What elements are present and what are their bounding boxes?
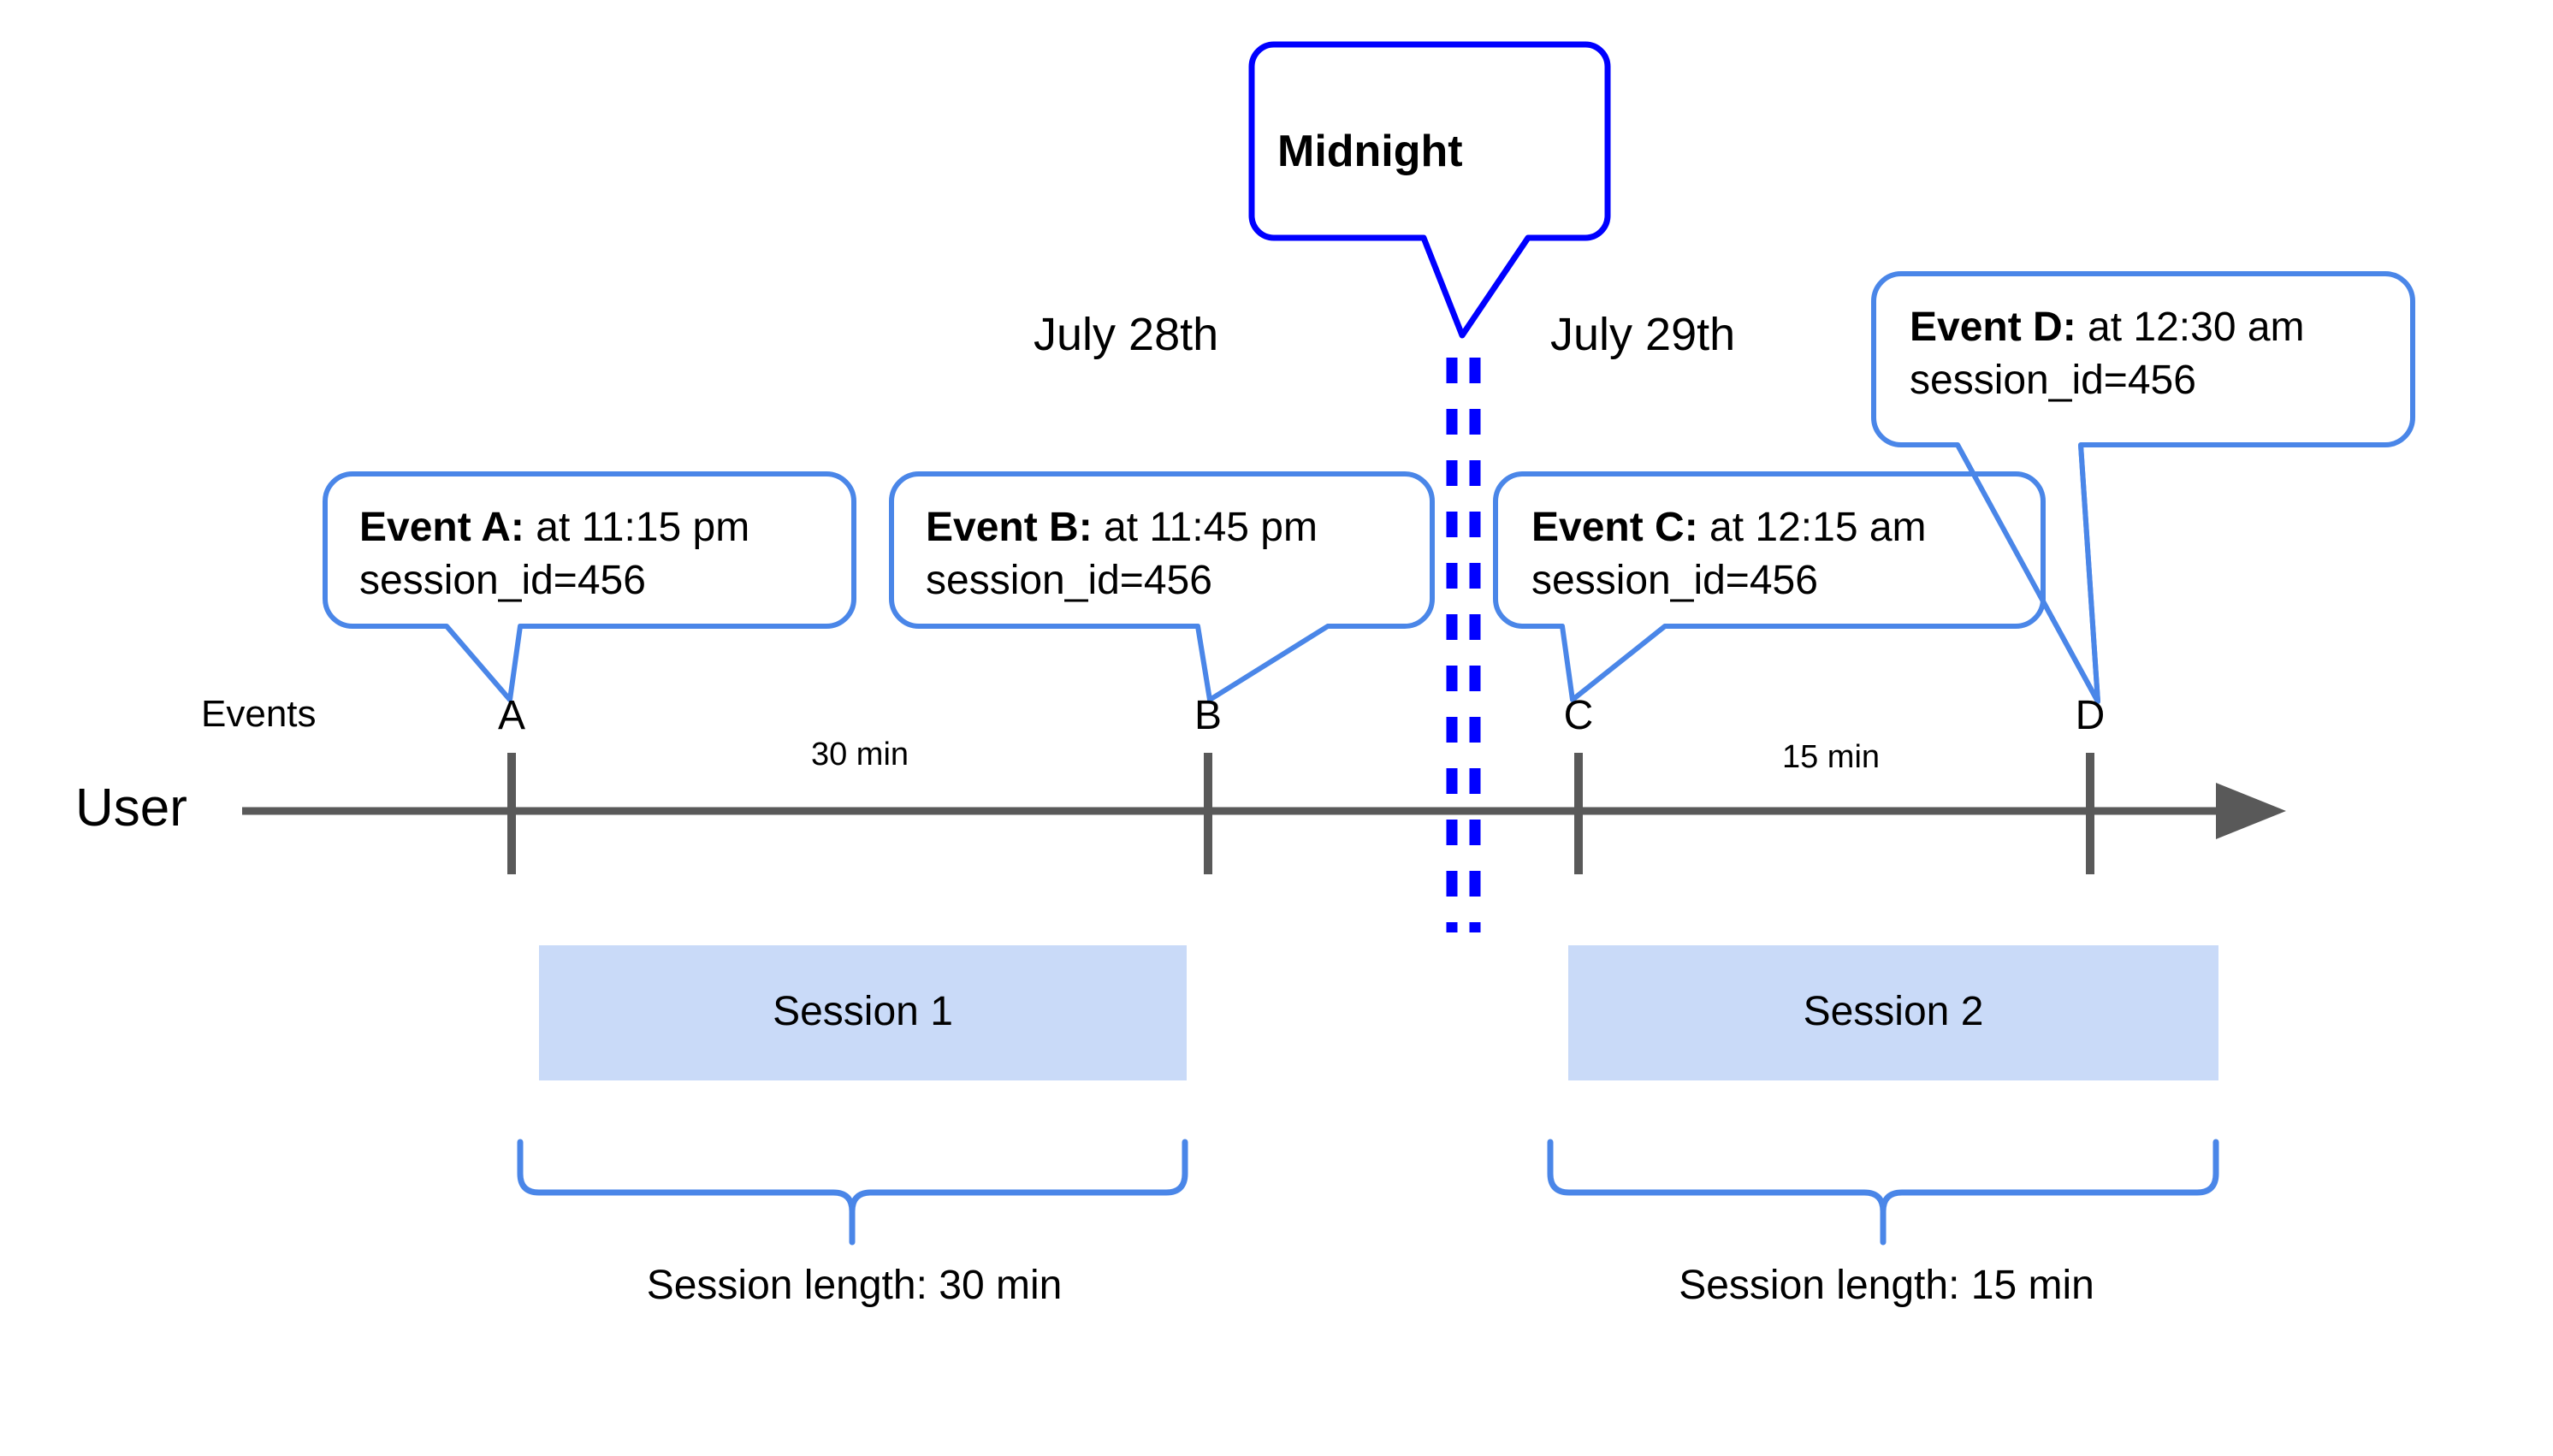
event-c-time: at 12:15 am bbox=[1697, 505, 1927, 550]
session-2-brace bbox=[1547, 1139, 2219, 1246]
event-d-line-1: Event D: at 12:30 am bbox=[1910, 301, 2305, 354]
midnight-label: Midnight bbox=[1277, 127, 1463, 176]
session-2-length-label: Session length: 15 min bbox=[1679, 1263, 2094, 1308]
event-c-lead: Event C: bbox=[1531, 505, 1698, 550]
event-a-lead: Event A: bbox=[359, 505, 524, 550]
event-a-line-2: session_id=456 bbox=[359, 558, 646, 604]
event-b-callout-text: Event B: at 11:45 pm session_id=456 bbox=[926, 501, 1318, 608]
midnight-callout-bubble bbox=[1248, 41, 1611, 339]
marker-label-c: C bbox=[1563, 693, 1594, 738]
session-2-bar bbox=[1568, 945, 2218, 1080]
event-b-time: at 11:45 pm bbox=[1092, 505, 1318, 550]
session-1-brace bbox=[517, 1139, 1188, 1246]
event-d-callout-tail-overlay bbox=[1955, 443, 2100, 704]
event-a-callout-bubble bbox=[323, 471, 856, 702]
marker-label-a: A bbox=[497, 693, 525, 738]
event-d-callout-text: Event D: at 12:30 am session_id=456 bbox=[1910, 301, 2305, 408]
session-1-bar-label: Session 1 bbox=[773, 989, 953, 1034]
session-1-length-label: Session length: 30 min bbox=[646, 1263, 1063, 1308]
timeline-arrowhead bbox=[2216, 783, 2286, 839]
session-1-bar bbox=[539, 945, 1187, 1080]
marker-label-b: B bbox=[1194, 693, 1222, 738]
event-c-line-2: session_id=456 bbox=[1531, 558, 1818, 604]
date-label-july-29: July 29th bbox=[1550, 309, 1736, 360]
date-label-july-28: July 28th bbox=[1034, 309, 1219, 360]
event-b-callout-bubble bbox=[889, 471, 1435, 702]
event-b-line-1: Event B: at 11:45 pm bbox=[926, 501, 1318, 554]
event-b-line-2: session_id=456 bbox=[926, 558, 1212, 604]
event-d-callout-bubble bbox=[1871, 271, 2415, 704]
event-a-time: at 11:15 pm bbox=[524, 505, 750, 550]
marker-label-d: D bbox=[2075, 693, 2106, 738]
user-row-label: User bbox=[75, 778, 187, 837]
event-c-callout-text: Event C: at 12:15 am session_id=456 bbox=[1531, 501, 1927, 608]
event-d-line-2: session_id=456 bbox=[1910, 358, 2196, 404]
event-a-line-1: Event A: at 11:15 pm bbox=[359, 501, 749, 554]
event-b-lead: Event B: bbox=[926, 505, 1093, 550]
gap-label-c-to-d: 15 min bbox=[1781, 739, 1881, 775]
event-a-callout-text: Event A: at 11:15 pm session_id=456 bbox=[359, 501, 749, 608]
gap-label-a-to-b: 30 min bbox=[810, 737, 909, 772]
session-2-bar-label: Session 2 bbox=[1803, 989, 1984, 1034]
event-c-line-1: Event C: at 12:15 am bbox=[1531, 501, 1927, 554]
events-row-label: Events bbox=[201, 693, 317, 735]
event-d-lead: Event D: bbox=[1910, 305, 2076, 350]
event-d-time: at 12:30 am bbox=[2076, 305, 2305, 350]
